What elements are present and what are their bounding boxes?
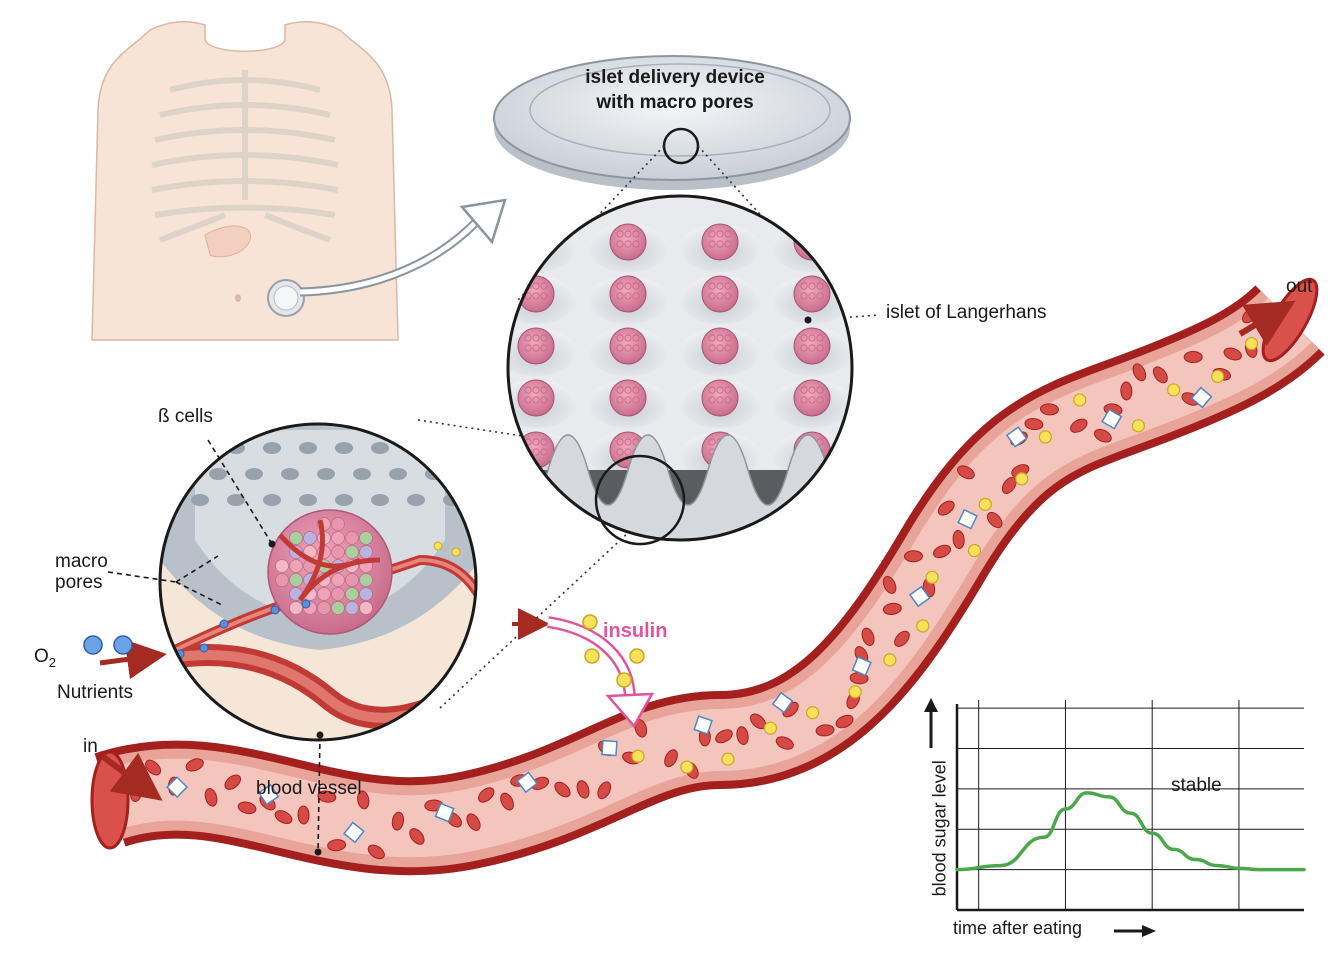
o2-subscript: 2 xyxy=(48,654,57,670)
out-label: out xyxy=(1286,276,1313,297)
oxygen-molecules xyxy=(83,635,133,655)
o2-symbol: O xyxy=(34,646,49,667)
blood-vessel-label: blood vessel xyxy=(256,778,362,799)
insulin-label: insulin xyxy=(603,620,668,642)
chart-y-axis-label: blood sugar level xyxy=(929,760,950,897)
inflow-arrow xyxy=(100,752,163,801)
nutrients-label: Nutrients xyxy=(57,682,134,703)
device-title: islet delivery device with macro pores xyxy=(540,66,810,115)
chart-x-axis-label: time after eating xyxy=(953,918,1083,938)
chart-series-line-0 xyxy=(955,791,1306,872)
chart-annotation: stable xyxy=(1171,775,1222,796)
magnified-islet-pore xyxy=(158,422,478,742)
outflow-arrow xyxy=(1238,300,1296,347)
device-title-line1: islet delivery device xyxy=(585,67,765,88)
torso-illustration xyxy=(91,20,399,341)
insulin-flow-arrow xyxy=(547,614,655,729)
device-title-line2: with macro pores xyxy=(596,91,754,113)
beta-cells-label: ß cells xyxy=(158,406,213,427)
magnified-device-surface xyxy=(506,194,854,546)
insulin-granules xyxy=(582,614,645,688)
in-label: in xyxy=(83,736,98,757)
macro-pores-label-line2: pores xyxy=(55,572,103,593)
islet-label: islet of Langerhans xyxy=(886,302,1047,323)
o2-inflow-arrow xyxy=(99,639,167,680)
blood-vessel-illustration xyxy=(90,277,1325,876)
blood-sugar-chart xyxy=(924,698,1306,937)
o2-label: O2 xyxy=(34,646,56,671)
label-leader-lines xyxy=(107,439,321,853)
islet-delivery-device xyxy=(493,55,851,190)
macro-pores-label-line1: macro xyxy=(55,551,108,572)
